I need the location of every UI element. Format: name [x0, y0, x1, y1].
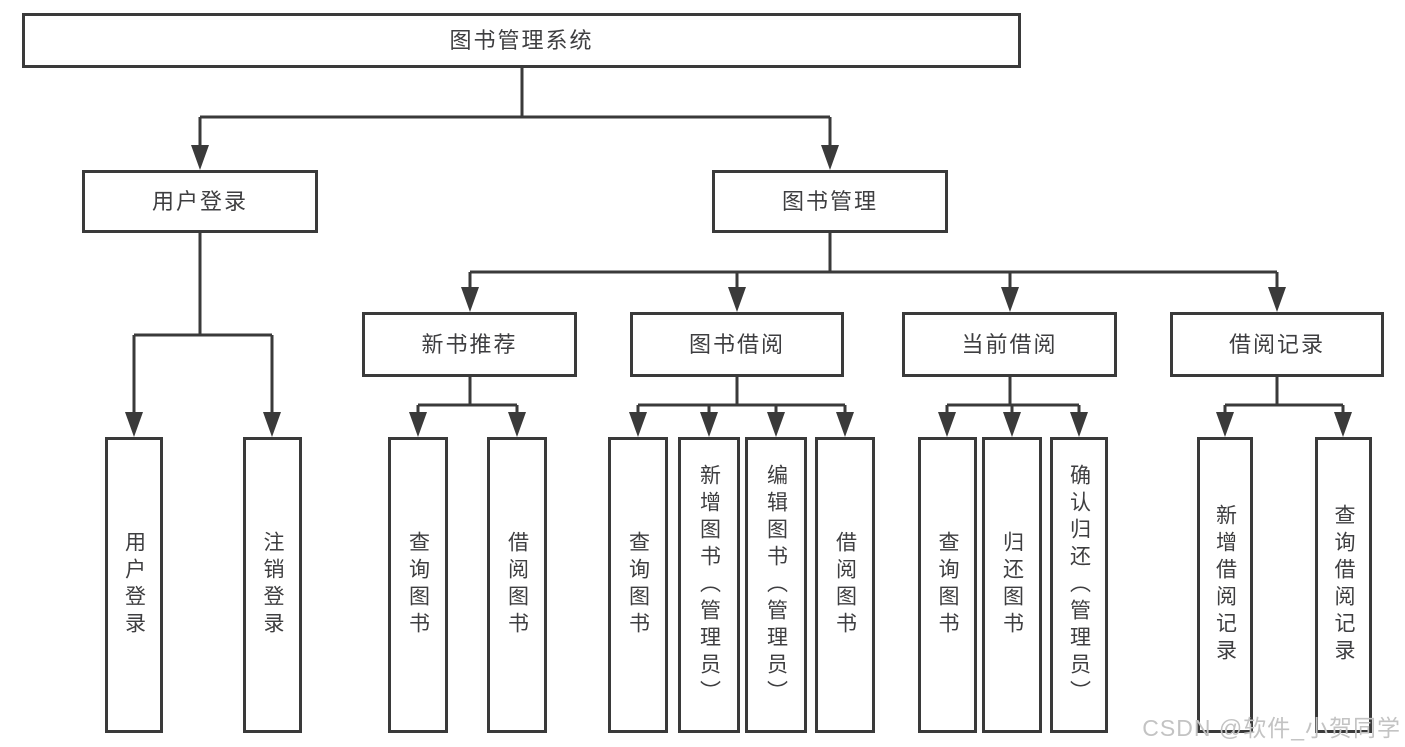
node-root-library-management-system: 图书管理系统	[22, 13, 1021, 68]
leaf-cb-return-books: 归还图书	[982, 437, 1042, 733]
node-book-borrowing: 图书借阅	[630, 312, 844, 377]
leaf-cb-query-books: 查询图书	[918, 437, 977, 733]
leaf-user-login: 用户登录	[105, 437, 163, 733]
leaf-nbr-query-books: 查询图书	[388, 437, 448, 733]
leaf-br-query-record: 查询借阅记录	[1315, 437, 1372, 733]
leaf-nbr-borrow-books: 借阅图书	[487, 437, 547, 733]
node-user-login-branch: 用户登录	[82, 170, 318, 233]
node-book-management-branch: 图书管理	[712, 170, 948, 233]
node-current-borrowing: 当前借阅	[902, 312, 1117, 377]
node-borrowing-records: 借阅记录	[1170, 312, 1384, 377]
node-new-book-recommend: 新书推荐	[362, 312, 577, 377]
leaf-bb-edit-books-admin: 编辑图书（管理员）	[745, 437, 807, 733]
csdn-watermark: CSDN @软件_小贺同学	[1142, 715, 1401, 741]
leaf-bb-add-books-admin: 新增图书（管理员）	[678, 437, 740, 733]
leaf-logout: 注销登录	[243, 437, 302, 733]
leaf-br-add-record: 新增借阅记录	[1197, 437, 1253, 733]
leaf-cb-confirm-return-admin: 确认归还（管理员）	[1050, 437, 1108, 733]
leaf-bb-query-books: 查询图书	[608, 437, 668, 733]
leaf-bb-borrow-books: 借阅图书	[815, 437, 875, 733]
